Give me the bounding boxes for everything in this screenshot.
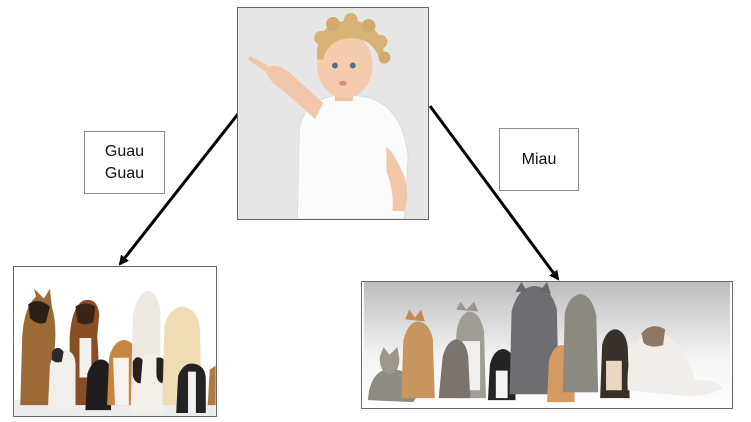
dogs-illustration <box>14 267 216 416</box>
label-dog-sound: Guau Guau <box>84 131 165 194</box>
label-dog-sound-line1: Guau <box>104 142 145 160</box>
cats-photo <box>361 281 733 409</box>
label-cat-sound-text: Miau <box>521 150 557 168</box>
baby-photo <box>237 7 429 220</box>
cats-illustration <box>363 282 731 408</box>
baby-illustration <box>238 8 428 219</box>
dogs-photo <box>13 266 217 417</box>
label-cat-sound: Miau <box>499 128 579 191</box>
label-dog-sound-line2: Guau <box>104 164 145 182</box>
